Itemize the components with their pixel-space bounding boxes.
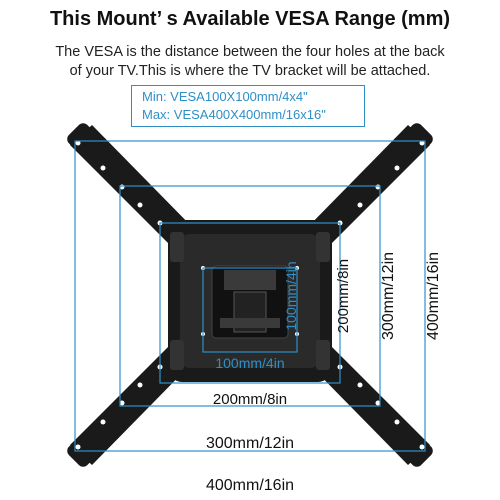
dim-h-300-label: 300mm/12in xyxy=(206,435,294,452)
dim-v-200-label: 200mm/8in xyxy=(335,259,352,333)
description-line-1: The VESA is the distance between the fou… xyxy=(55,44,445,60)
vesa-300-outline xyxy=(119,185,381,407)
plate-details xyxy=(170,232,330,370)
page-title: This Mount’ s Available VESA Range (mm) xyxy=(49,8,451,30)
vesa-200-outline xyxy=(159,222,341,384)
dim-v-100-label: 100mm/4in xyxy=(283,261,299,330)
vesa-100-outline xyxy=(202,267,298,353)
dim-h-200-label: 200mm/8in xyxy=(213,391,287,408)
dim-v-400-label: 400mm/16in xyxy=(425,252,442,340)
vesa-range-box: Min: VESA100X100mm/4x4" Max: VESA400X400… xyxy=(131,85,365,127)
description-line-2: of your TV.This is where the TV bracket … xyxy=(69,63,431,79)
vesa-max-label: Max: VESA400X400mm/16x16" xyxy=(142,107,326,122)
vesa-400-outline xyxy=(74,140,426,452)
vesa-min-label: Min: VESA100X100mm/4x4" xyxy=(142,89,308,104)
arm-bottom-left xyxy=(70,335,200,465)
dim-h-400-label: 400mm/16in xyxy=(206,477,294,494)
arm-bottom-right xyxy=(300,335,430,465)
dim-v-300-label: 300mm/12in xyxy=(380,252,397,340)
dim-h-100-label: 100mm/4in xyxy=(215,355,284,371)
vesa-outlines xyxy=(74,140,426,452)
